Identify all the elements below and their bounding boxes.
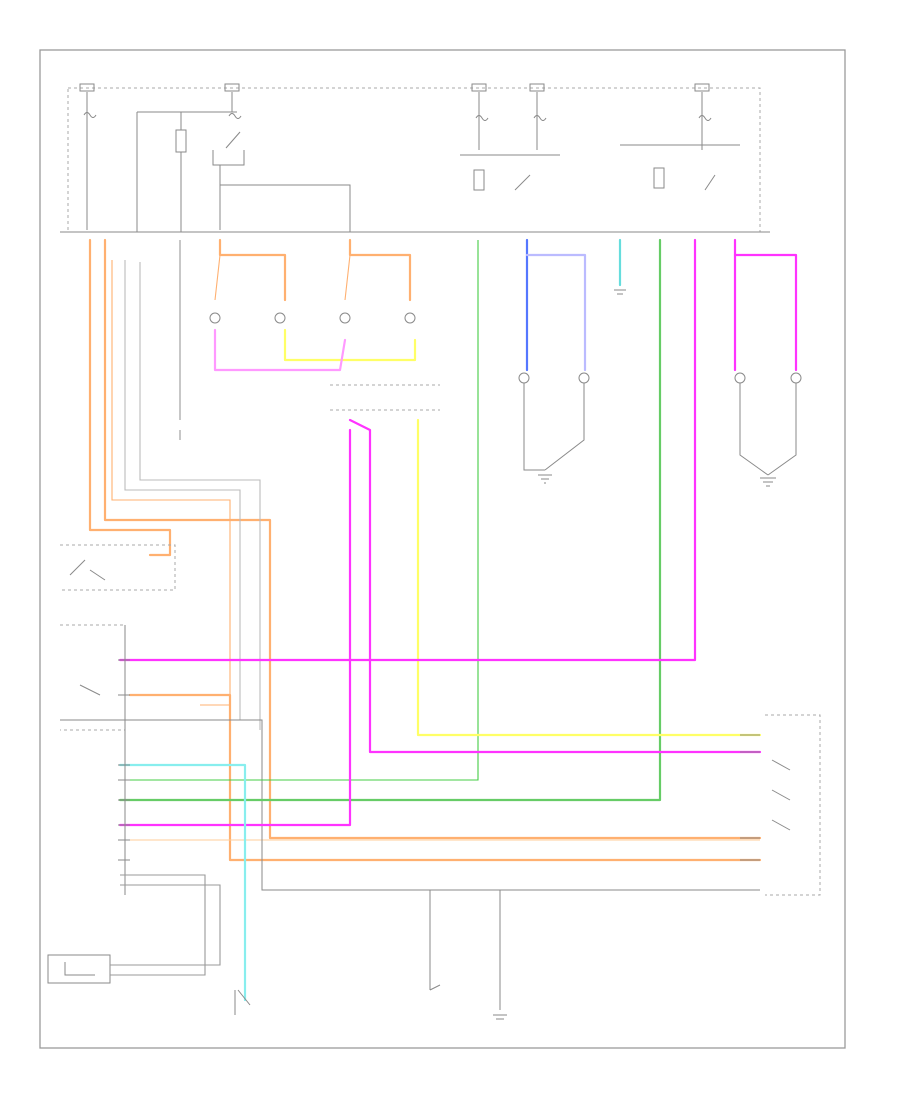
cluster-connector-pins — [118, 659, 760, 891]
wire-yellow-jumper — [283, 328, 417, 362]
wire-lilac-fog — [525, 253, 587, 372]
wire-orange-main — [88, 238, 172, 557]
combination-switch — [765, 714, 821, 896]
parking-brake-switch — [234, 989, 251, 1015]
wire-orange-right-feed — [348, 238, 412, 302]
fuse-icon — [83, 92, 712, 230]
drl-relay — [620, 144, 740, 191]
foglight-relay — [460, 154, 560, 191]
wire-pink-long-a — [118, 238, 697, 662]
turn-lamps — [734, 372, 802, 487]
wire-yellow-long — [416, 418, 762, 737]
wire-orange-long — [103, 238, 762, 840]
left-foglight — [518, 372, 545, 471]
diagram-frame — [39, 49, 846, 1049]
left-headlight-low — [209, 312, 221, 324]
headlight-dimmer-switch — [60, 544, 176, 591]
right-foglight — [544, 372, 590, 471]
wires — [60, 238, 798, 1002]
dash-lights-control-unit — [60, 624, 126, 895]
wire-orange-switch — [128, 693, 762, 862]
right-turn-lamp — [767, 372, 802, 476]
ground-left-icon — [538, 474, 552, 484]
headlight-relay — [136, 111, 351, 232]
underhood-fuse-relay-box — [67, 83, 761, 233]
wire-orange-left-feed — [218, 238, 287, 302]
left-headlight-high — [274, 312, 286, 324]
right-headlight-low — [339, 312, 351, 324]
ground-right-icon — [760, 477, 776, 487]
right-headlight-high — [404, 312, 416, 324]
body-ground — [429, 984, 507, 1020]
wire-pink-cluster — [118, 428, 352, 827]
daytime-lights-module — [614, 289, 626, 295]
foglights — [518, 372, 590, 484]
ambient-light-sensor — [47, 874, 221, 984]
wire-pink-right-turn-b — [733, 253, 798, 372]
fuse-connectors — [79, 83, 710, 92]
wire-cyan-cluster — [118, 763, 247, 1002]
underhood-connector — [330, 384, 440, 411]
wire-pink-return — [213, 328, 347, 372]
wire-green-right — [118, 238, 662, 802]
headlight-bulbs — [209, 312, 416, 324]
left-turn-lamp — [734, 372, 769, 476]
wire-pink-long-b — [348, 418, 762, 754]
